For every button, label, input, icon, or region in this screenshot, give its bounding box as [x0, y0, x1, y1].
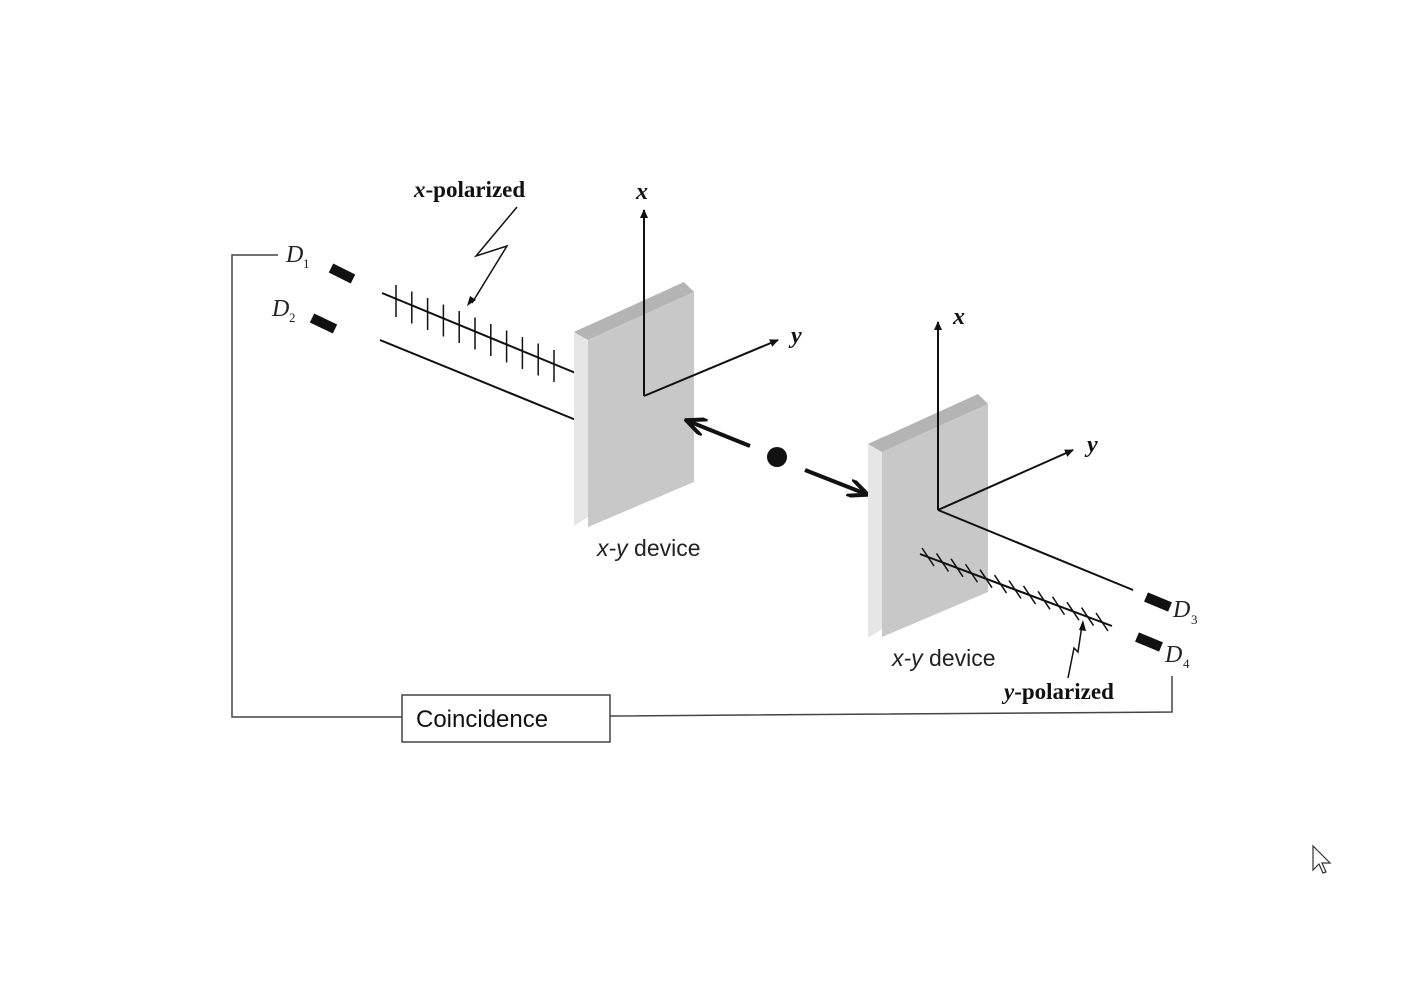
detector-d3-letter: D [1172, 597, 1190, 623]
coincidence-wiring [231, 254, 1173, 718]
detector-d1-letter: D [285, 242, 303, 268]
y-polarized-label: y-polarized [1001, 679, 1114, 704]
y-polarization-ticks [921, 547, 1109, 632]
coincidence-box: Coincidence [401, 694, 611, 743]
source-dot [767, 447, 787, 467]
detector-d4-sub: 4 [1183, 656, 1190, 671]
right-axis-y-label: y [1084, 432, 1098, 458]
right-xy-device: x-y device [868, 394, 996, 671]
polarization-tick [1066, 601, 1080, 621]
left-device-label: x-y device [596, 535, 701, 561]
polarization-tick [1008, 580, 1022, 599]
entangled-source [688, 421, 866, 494]
x-polarization-ticks [395, 285, 555, 382]
right-axis-x-label: x [952, 304, 965, 330]
polarization-tick [993, 574, 1008, 594]
detector-d2: D 2 [271, 296, 338, 334]
detector-d1-sub: 1 [303, 256, 310, 271]
detector-d4-letter: D [1164, 642, 1182, 668]
left-xy-device: x-y device [574, 282, 701, 561]
x-polarized-annotation: x-polarized [413, 177, 525, 306]
mouse-cursor-icon [1312, 844, 1332, 874]
y-polarized-annotation: y-polarized [1001, 620, 1114, 704]
polarization-tick [1051, 596, 1066, 616]
polarization-tick [1095, 612, 1109, 632]
x-polarized-label: x-polarized [413, 177, 525, 202]
detector-d2-sub: 2 [289, 310, 296, 325]
polarization-tick [921, 547, 935, 567]
left-axes [640, 209, 779, 397]
polarization-tick [935, 553, 950, 572]
coincidence-label: Coincidence [416, 706, 548, 733]
detector-d3: D 3 [1144, 592, 1198, 627]
left-output-beams [379, 292, 579, 421]
polarization-tick [979, 569, 993, 589]
left-axis-y-label: y [788, 323, 802, 349]
right-axes [934, 321, 1074, 511]
detector-d3-sub: 3 [1191, 612, 1198, 627]
detector-d4: D 4 [1135, 632, 1190, 671]
polarization-tick [1022, 585, 1037, 605]
polarization-tick [1037, 590, 1051, 610]
detector-d1: D 1 [285, 242, 356, 284]
polarization-tick [964, 563, 979, 583]
left-axis-x-label: x [635, 179, 648, 205]
detector-d2-letter: D [271, 296, 289, 322]
polarization-tick [950, 558, 964, 578]
polarization-tick [1080, 607, 1095, 626]
right-device-label: x-y device [891, 645, 996, 671]
